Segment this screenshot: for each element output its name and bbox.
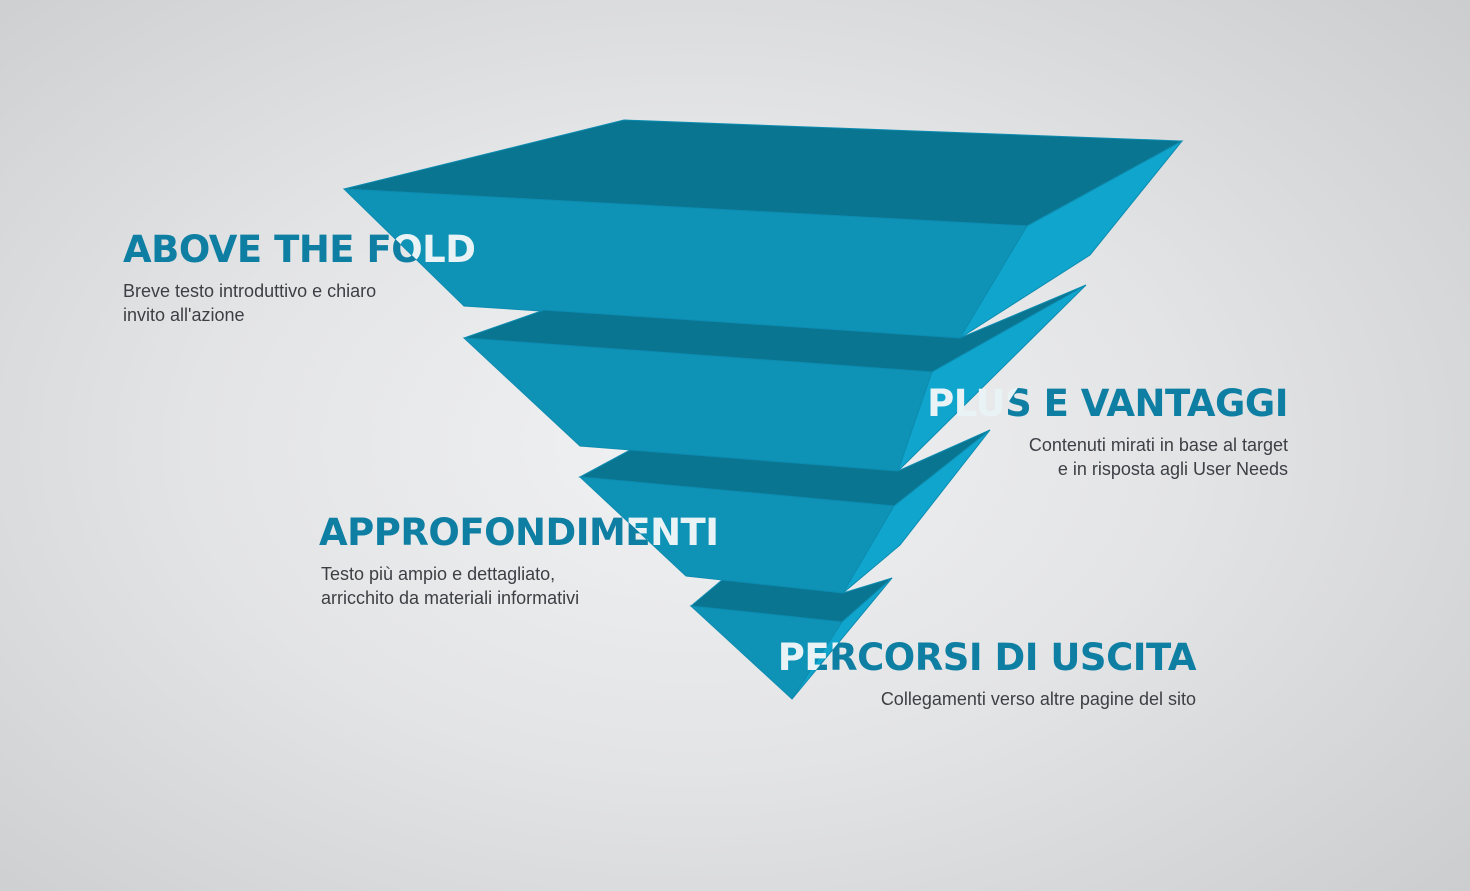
description-line: Testo più ampio e dettagliato, xyxy=(321,564,556,584)
layer-3-side-face xyxy=(842,429,991,594)
description-line: Collegamenti verso altre pagine del sito xyxy=(880,689,1196,709)
layer-4-side-face xyxy=(791,577,893,700)
description-line: e in risposta agli User Needs xyxy=(1057,459,1288,479)
section-above-the-fold: ABOVE THE FOLD Breve testo introduttivo … xyxy=(123,225,475,327)
section-description-approfondimenti: Testo più ampio e dettagliato, arricchit… xyxy=(319,562,719,610)
description-line: invito all'azione xyxy=(123,305,245,325)
description-line: Contenuti mirati in base al target xyxy=(1028,435,1288,455)
layer-1-side-face xyxy=(959,140,1183,339)
section-plus-e-vantaggi: PLUS E VANTAGGI Contenuti mirati in base… xyxy=(927,379,1288,481)
description-line: Breve testo introduttivo e chiaro xyxy=(123,281,377,301)
funnel-layer-4 xyxy=(689,577,893,700)
section-percorsi-di-uscita: PERCORSI DI USCITA Collegamenti verso al… xyxy=(778,633,1196,711)
section-description-plus-e-vantaggi: Contenuti mirati in base al target e in … xyxy=(927,433,1288,481)
funnel-layer-3 xyxy=(578,429,991,594)
description-line: arricchito da materiali informativi xyxy=(321,588,580,608)
section-description-percorsi-di-uscita: Collegamenti verso altre pagine del sito xyxy=(778,687,1196,711)
section-description-above-the-fold: Breve testo introduttivo e chiaro invito… xyxy=(123,279,475,327)
section-approfondimenti: APPROFONDIMENTI Testo più ampio e dettag… xyxy=(319,508,719,610)
layer-2-side-face xyxy=(897,284,1087,472)
funnel-layer-1 xyxy=(342,119,1184,339)
